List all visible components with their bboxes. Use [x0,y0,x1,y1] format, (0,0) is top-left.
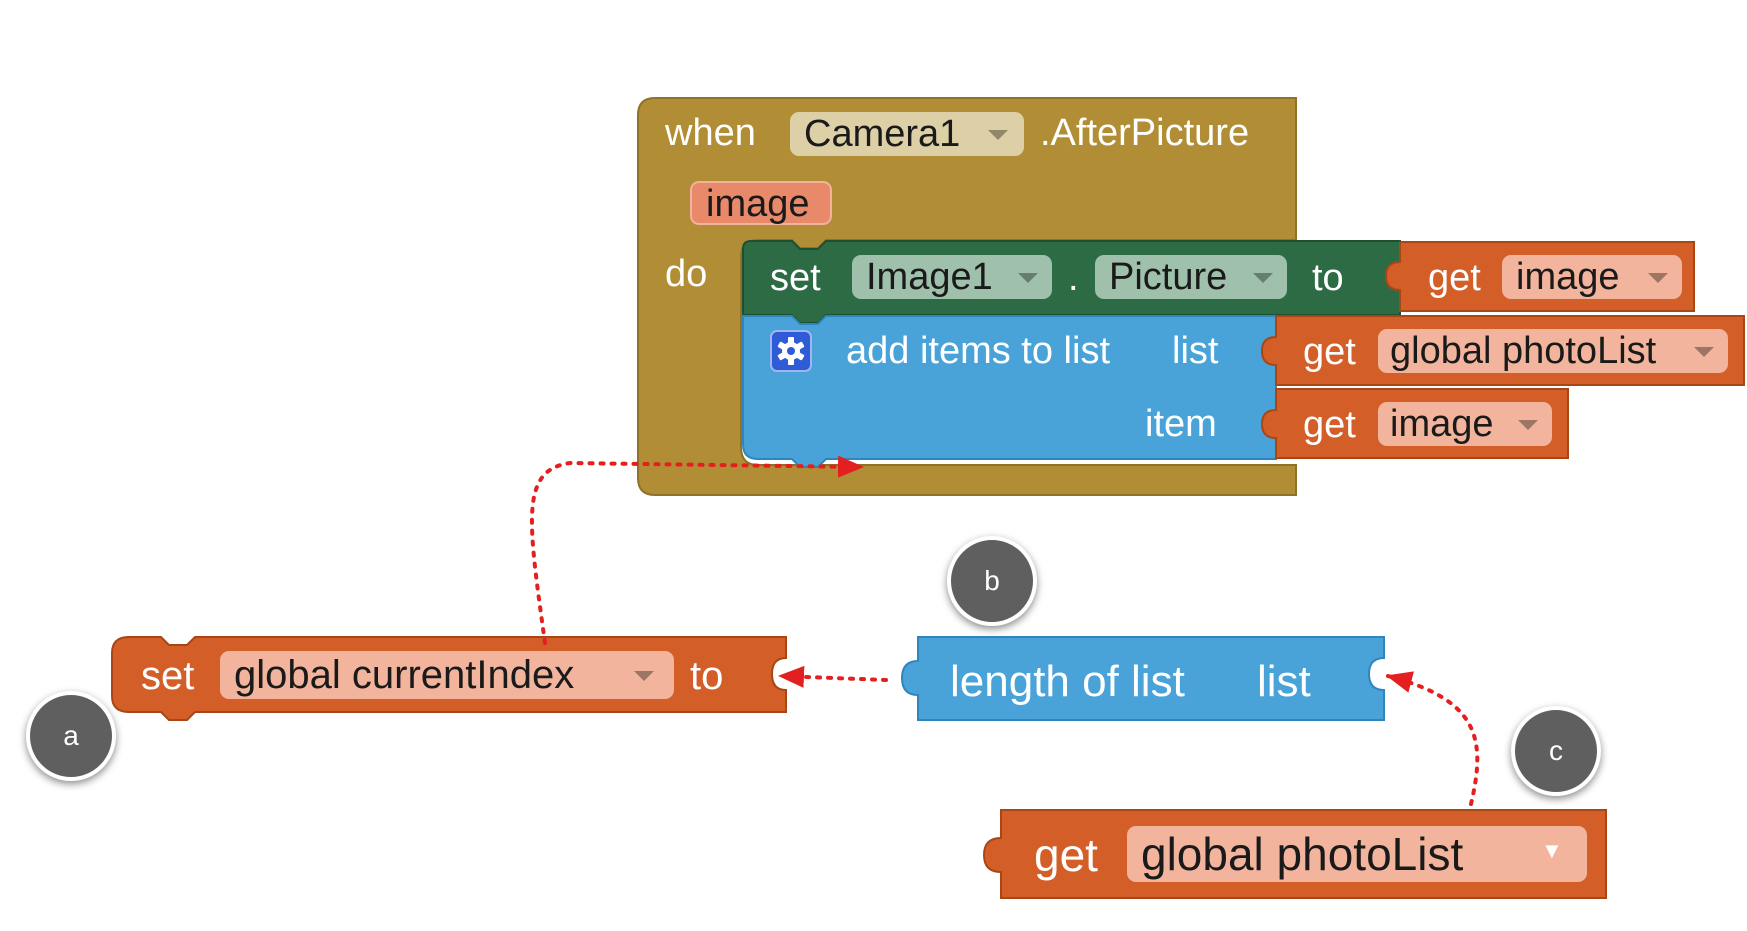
set-label: set [770,257,821,299]
event-param-image[interactable]: image [690,181,832,225]
image1-dropdown-label: Image1 [866,256,993,298]
add-items-label: add items to list [846,330,1110,372]
global-currentindex-dropdown[interactable]: global currentIndex [220,651,674,699]
chevron-down-icon [988,130,1008,140]
get-image-var-2: image [1390,403,1494,445]
set-global-to-label: to [690,654,724,698]
gear-icon [777,337,805,365]
event-param-label: image [706,183,810,225]
add-items-block[interactable] [742,315,1277,468]
chevron-down-icon [634,671,654,681]
event-do-label: do [665,253,708,295]
length-of-list-label: length of list [950,657,1185,706]
arrow-b-to-a [778,665,888,688]
dot-label: . [1068,257,1079,299]
get-label-1: get [1428,257,1481,299]
annotation-c: c [1511,706,1601,796]
set-global-label: set [141,654,195,698]
component-dropdown[interactable]: Camera1 [790,112,1024,156]
to-label: to [1312,257,1344,299]
length-of-list-block[interactable] [900,636,1385,721]
chevron-down-icon [1518,420,1538,430]
arrow-c-to-b [1386,671,1480,806]
chevron-down-icon: ▼ [1541,838,1563,863]
component-dropdown-label: Camera1 [804,113,961,155]
event-when-label: when [665,112,756,154]
annotation-b: b [947,536,1037,626]
picture-dropdown-label: Picture [1109,256,1228,298]
picture-dropdown[interactable]: Picture [1095,255,1287,299]
get-image-var-1: image [1516,256,1620,298]
get-image-dropdown-1[interactable]: image [1502,255,1682,299]
get-label-2: get [1303,331,1356,373]
event-name-label: .AfterPicture [1040,112,1250,154]
get-photolist-var-1: global photoList [1390,330,1657,372]
get-image-dropdown-2[interactable]: image [1378,402,1552,446]
mutator-gear-button[interactable] [770,330,812,372]
chevron-down-icon [1253,273,1273,283]
length-of-list-list-label: list [1257,657,1311,706]
get-photolist-dropdown-2[interactable]: global photoList ▼ [1127,826,1587,882]
get-label-3: get [1303,404,1356,446]
get-label-4: get [1034,829,1098,881]
chevron-down-icon [1648,273,1668,283]
get-photolist-dropdown-1[interactable]: global photoList [1378,329,1728,373]
annotation-a: a [26,691,116,781]
chevron-down-icon [1694,347,1714,357]
add-items-list-label: list [1172,330,1219,372]
image1-dropdown[interactable]: Image1 [852,255,1052,299]
add-items-item-label: item [1145,403,1217,445]
global-currentindex-var: global currentIndex [234,653,575,697]
chevron-down-icon [1018,273,1038,283]
get-photolist-var-2: global photoList [1141,828,1464,880]
arrow-a-to-event [529,455,864,645]
